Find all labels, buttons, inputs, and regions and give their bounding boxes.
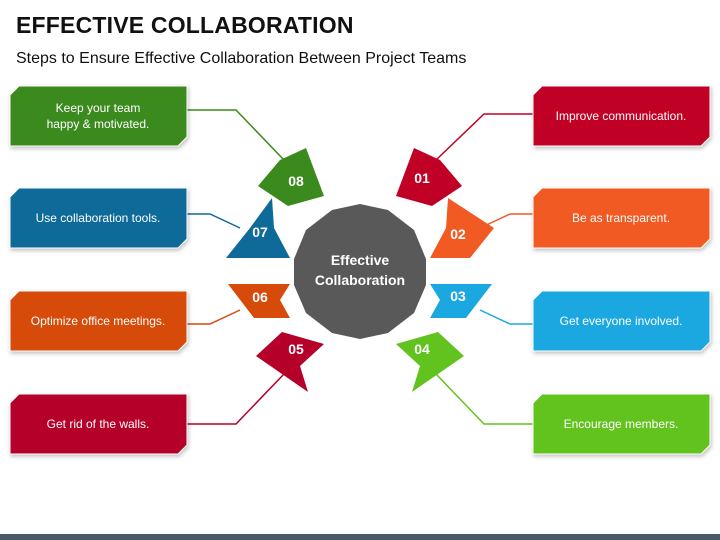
step-number-01: 01 bbox=[414, 170, 430, 186]
page-title: EFFECTIVE COLLABORATION bbox=[16, 12, 354, 38]
step-box-08 bbox=[9, 85, 188, 147]
step-box-03 bbox=[532, 290, 711, 352]
connector-line-03 bbox=[479, 309, 533, 325]
step-box-02 bbox=[532, 187, 711, 249]
connector-line-08 bbox=[187, 109, 285, 161]
step-box-04 bbox=[532, 393, 711, 455]
step-number-05: 05 bbox=[288, 341, 304, 357]
connector-line-05 bbox=[187, 373, 285, 425]
connector-lines bbox=[187, 109, 533, 425]
step-text-06: Optimize office meetings. bbox=[31, 314, 166, 328]
step-text-01: Improve communication. bbox=[556, 109, 687, 123]
page-subtitle: Steps to Ensure Effective Collaboration … bbox=[16, 50, 467, 67]
step-box-06 bbox=[9, 290, 188, 352]
step-box-05 bbox=[9, 393, 188, 455]
step-text-02: Be as transparent. bbox=[572, 211, 670, 225]
step-number-03: 03 bbox=[450, 288, 466, 304]
step-arrow-01 bbox=[396, 148, 462, 206]
step-text-04: Encourage members. bbox=[564, 417, 679, 431]
center-label-line1: Effective bbox=[331, 252, 390, 268]
center-label-line2: Collaboration bbox=[315, 272, 405, 288]
step-text-07: Use collaboration tools. bbox=[36, 211, 161, 225]
step-number-07: 07 bbox=[252, 224, 268, 240]
step-arrows: 01 02 03 04 05 06 07 08 bbox=[226, 148, 494, 392]
step-arrow-02 bbox=[430, 198, 494, 258]
connector-line-02 bbox=[479, 213, 533, 229]
step-arrow-03 bbox=[430, 284, 492, 318]
connector-line-06 bbox=[187, 309, 241, 325]
connector-line-07 bbox=[187, 213, 241, 229]
step-boxes: Improve communication. Be as transparent.… bbox=[9, 85, 711, 455]
step-text-08-line1: Keep your team bbox=[56, 101, 141, 115]
step-number-08: 08 bbox=[288, 173, 304, 189]
step-arrow-08 bbox=[258, 148, 324, 206]
step-arrow-05 bbox=[256, 332, 324, 392]
connector-line-01 bbox=[435, 113, 533, 161]
step-box-01 bbox=[532, 85, 711, 147]
step-number-02: 02 bbox=[450, 226, 466, 242]
connector-line-04 bbox=[435, 373, 533, 425]
step-box-07 bbox=[9, 187, 188, 249]
step-arrow-07 bbox=[226, 198, 290, 258]
step-number-06: 06 bbox=[252, 289, 268, 305]
step-arrow-06 bbox=[228, 284, 290, 318]
center-octagon bbox=[294, 204, 426, 339]
step-text-05: Get rid of the walls. bbox=[47, 417, 150, 431]
step-number-04: 04 bbox=[414, 341, 430, 357]
step-text-08-line2: happy & motivated. bbox=[47, 117, 150, 131]
footer-bar bbox=[0, 534, 720, 540]
step-text-03: Get everyone involved. bbox=[560, 314, 683, 328]
step-arrow-04 bbox=[396, 332, 464, 392]
center-hub: Effective Collaboration bbox=[294, 204, 426, 339]
